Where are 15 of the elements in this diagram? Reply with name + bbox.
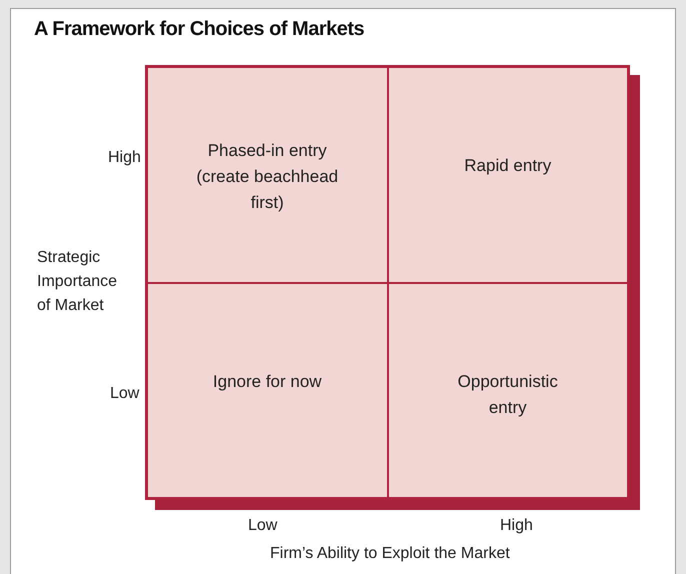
quadrant-cell (388, 282, 628, 498)
axis-tick-label: High (108, 148, 142, 168)
quadrant-cell (388, 67, 628, 282)
axis-title: Strategic Importance of Market (37, 248, 118, 316)
axis-tick-label: High (500, 516, 534, 536)
quadrant-text: Ignore for now (212, 370, 323, 392)
quadrant-text: Rapid entry (463, 155, 552, 177)
quadrant-cell (147, 67, 388, 282)
quadrant-text: Opportunistic entry (456, 370, 559, 418)
axis-tick-label: Low (248, 516, 278, 536)
axis-tick-label: Low (110, 384, 140, 404)
quadrant-text: Phased-in entry (create beachhead first) (195, 140, 340, 214)
diagram-title: A Framework for Choices of Markets (34, 18, 364, 41)
axis-title: Firm’s Ability to Exploit the Market (270, 544, 511, 564)
quadrant-cell (147, 282, 388, 498)
